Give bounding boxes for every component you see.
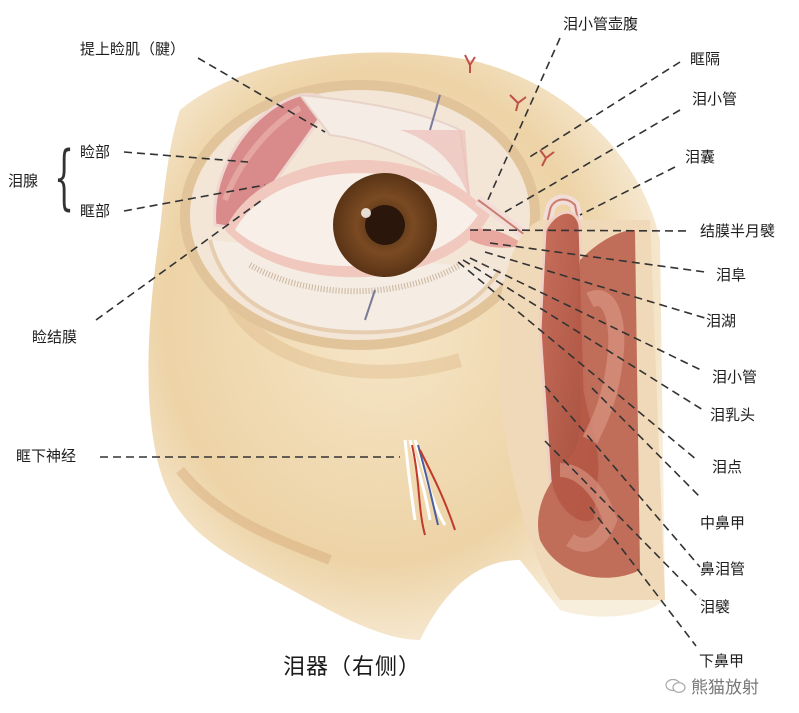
label-lacrimal-sac: 泪囊 — [685, 148, 716, 166]
label-palpebral-conjunctiva: 睑结膜 — [32, 328, 78, 346]
watermark: 熊猫放射 — [665, 673, 759, 698]
label-inferior-concha: 下鼻甲 — [699, 652, 745, 670]
label-plica-semilunaris: 结膜半月襞 — [700, 222, 776, 240]
label-lacrimal-fold: 泪襞 — [700, 598, 731, 616]
label-lacrimal-caruncle: 泪阜 — [716, 266, 747, 284]
leader-lines — [95, 37, 706, 647]
figure-title: 泪器（右侧） — [283, 655, 422, 680]
label-nasolacrimal-duct: 鼻泪管 — [700, 560, 746, 578]
infraorbital-nerve-shape — [403, 439, 456, 536]
label-levator-palpebrae: 提上睑肌（腱） — [80, 40, 186, 58]
brace-symbol: { — [54, 136, 75, 218]
label-upper-canaliculus: 泪小管 — [692, 90, 738, 108]
label-lacrimal-papilla: 泪乳头 — [710, 406, 756, 424]
label-orbital-part: 眶部 — [80, 202, 111, 220]
label-lacrimal-punctum: 泪点 — [712, 458, 743, 476]
watermark-text: 熊猫放射 — [691, 678, 759, 698]
label-lacrimal-lake: 泪湖 — [706, 312, 737, 330]
label-infraorbital-nerve: 眶下神经 — [16, 447, 77, 465]
label-lower-canaliculus: 泪小管 — [712, 368, 758, 386]
label-middle-concha: 中鼻甲 — [700, 514, 746, 532]
label-canaliculus-ampulla: 泪小管壶腹 — [563, 15, 639, 33]
pupil — [365, 205, 405, 245]
wechat-icon — [665, 678, 686, 693]
label-lacrimal-gland: 泪腺 — [8, 172, 39, 190]
label-palpebral-part: 睑部 — [80, 143, 111, 161]
label-orbital-septum: 眶隔 — [690, 50, 721, 68]
